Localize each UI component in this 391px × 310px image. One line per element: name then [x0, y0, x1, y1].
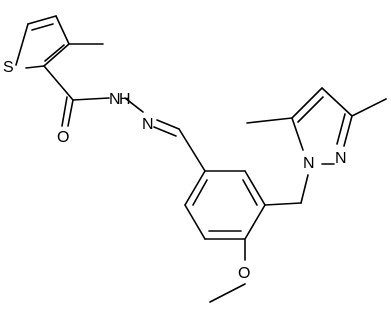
- atom-n-hydrazone: N: [142, 116, 154, 133]
- bond-b3-b4: [244, 204, 266, 240]
- bond-ether-o-methyl: [209, 283, 246, 303]
- atom-n2-pyrazole: N: [335, 150, 347, 167]
- bond-c5-c4p: [291, 87, 323, 119]
- atom-o-carbonyl: O: [57, 129, 69, 146]
- bond-c3-n2-a: [343, 115, 353, 147]
- bond-b5-b6: [184, 204, 206, 240]
- atom-n-h: N: [109, 91, 121, 108]
- bond-c5-methyl: [246, 117, 293, 124]
- bond-b2-b3-inner: [242, 179, 258, 206]
- bond-nh-n: [124, 97, 144, 113]
- atom-s: S: [3, 59, 14, 76]
- bond-lines: [15, 15, 387, 303]
- bond-ch-ring: [178, 128, 206, 172]
- bond-b2-b3: [244, 170, 266, 206]
- bond-n1-c5: [291, 117, 304, 151]
- bond-c3-c2: [43, 43, 70, 67]
- atom-h: H: [119, 91, 131, 108]
- bond-c4-c3: [55, 15, 70, 45]
- bond-c2-carbonyl: [43, 65, 74, 101]
- bond-c3-n2-b: [336, 113, 346, 145]
- atom-labels: S O N H N N N O: [3, 59, 347, 282]
- bond-carbonyl-o-b: [61, 96, 68, 127]
- bond-ch2-n1: [300, 174, 309, 204]
- bond-c4p-c3: [321, 87, 353, 117]
- bond-c5-c4: [27, 15, 57, 25]
- bond-b6-b1: [184, 170, 206, 206]
- bond-c5-c4-inner: [31, 23, 54, 31]
- bond-ring-ch2: [264, 202, 302, 206]
- bond-b6-b1-inner: [192, 179, 208, 206]
- bond-carbonyl-o-a: [67, 99, 74, 127]
- bond-c3-methyl: [351, 98, 387, 117]
- bond-carbonyl-nh: [72, 97, 110, 101]
- bond-c5-c4p-inner: [297, 96, 324, 123]
- bond-s-c5: [15, 23, 29, 66]
- atom-o-ether: O: [238, 265, 250, 282]
- bond-n-ch-a: [156, 119, 180, 130]
- atom-n1-pyrazole: N: [303, 155, 315, 172]
- bond-c2-s: [25, 65, 45, 69]
- bond-n-ch-b: [153, 126, 177, 137]
- bond-c3-c2-inner: [44, 44, 65, 62]
